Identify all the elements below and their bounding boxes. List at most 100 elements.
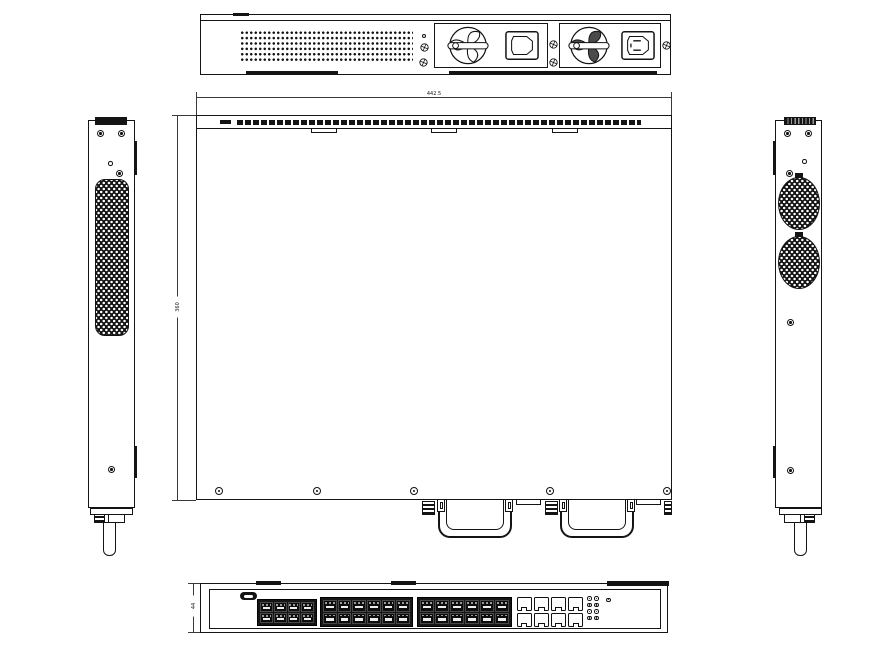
dimension-height-label: 44 (191, 595, 197, 617)
rj45-port (534, 613, 549, 627)
side-edge-tab (134, 141, 137, 175)
dimension-height-ext-top (188, 583, 200, 584)
sfp-port (367, 600, 381, 612)
foot-thumbscrew (804, 514, 815, 523)
sfp-port (495, 600, 509, 612)
sfp-port (287, 602, 301, 612)
fan-grille (778, 177, 820, 230)
psu-latch (664, 501, 672, 515)
front-view (200, 581, 669, 633)
side-edge-tab (773, 141, 776, 175)
screw-hole (787, 319, 794, 326)
rear-top-edge-line (201, 20, 670, 21)
psu-latch (422, 501, 435, 515)
front-ports-hidden-line (237, 120, 641, 125)
rear-view (200, 13, 671, 75)
sfp-port (287, 613, 301, 623)
sfp-port (450, 612, 464, 624)
top-cover-tab (311, 129, 337, 133)
sfp-port (480, 600, 494, 612)
screw-hole (805, 130, 812, 137)
front-panel (209, 589, 661, 629)
sfp-port-block-3 (417, 597, 512, 627)
screw-hole (410, 487, 418, 495)
top-cover-tab (391, 581, 416, 585)
screw-icon (549, 58, 558, 67)
rj45-port (551, 597, 566, 611)
power-inlet-icon (621, 31, 655, 60)
dimension-depth-ext-top (172, 115, 196, 116)
rj45-port (568, 597, 583, 611)
fan-icon (568, 26, 610, 65)
dimension-width-label: 442.5 (423, 91, 445, 97)
sfp-port (420, 600, 434, 612)
top-cover-tab (256, 581, 281, 585)
sfp-port (381, 612, 396, 624)
power-inlet-icon (505, 31, 539, 60)
rj45-port (551, 613, 566, 627)
dimension-width-ext-left (196, 92, 197, 115)
screw-hole (786, 170, 793, 177)
foot-block (108, 514, 125, 523)
handle-post (559, 499, 567, 512)
screw-hole (784, 130, 791, 137)
screw-hole (663, 487, 671, 495)
rear-vent-grid (239, 29, 413, 62)
psu-handle-inner (446, 500, 504, 530)
rj45-port (517, 597, 532, 611)
sfp-port (420, 612, 434, 624)
led-indicator (594, 609, 599, 614)
psu-latch (545, 501, 558, 515)
rj45-port (517, 613, 532, 627)
rack-ear-edge (95, 117, 127, 125)
screw-hole (787, 467, 794, 474)
ground-stub (794, 522, 807, 556)
fan-icon (447, 26, 489, 65)
sfp-port-block-2 (320, 597, 413, 627)
led-indicator (587, 615, 592, 621)
led-indicator (587, 602, 592, 608)
fan-grille-nub (795, 232, 803, 237)
sfp-port (396, 600, 410, 612)
led-cluster (587, 596, 613, 624)
top-cover-tab (431, 129, 457, 133)
sfp-port-block-1 (257, 599, 317, 626)
foot-thumbscrew (94, 514, 105, 523)
rear-tab (516, 500, 541, 505)
top-view-front-edge-band (197, 116, 671, 129)
rear-pilot-hole (422, 34, 426, 38)
top-cover-tab (552, 129, 578, 133)
sfp-port (337, 600, 352, 612)
screw-hole (215, 487, 223, 495)
led-indicator (587, 596, 592, 601)
sfp-port (465, 612, 479, 624)
side-vent-grille (95, 179, 129, 336)
fan-grille-nub (795, 173, 803, 178)
top-cover-edge (607, 581, 669, 586)
led-indicator (594, 615, 599, 621)
dimension-width-ext-right (671, 92, 672, 115)
sfp-port (260, 613, 273, 623)
rear-top-tab (233, 13, 249, 16)
screw-hole (108, 466, 115, 473)
side-edge-notch (773, 446, 776, 478)
sfp-port (323, 600, 337, 612)
handle-post (505, 499, 513, 512)
sfp-port (381, 600, 396, 612)
rear-tab (636, 500, 661, 505)
sfp-port (301, 613, 314, 623)
sfp-port (465, 600, 479, 612)
screw-hole (116, 170, 123, 177)
sfp-port (450, 600, 464, 612)
handle-post (437, 499, 445, 512)
led-indicator (587, 609, 592, 614)
rj45-port-block (517, 597, 583, 627)
rack-ear-edge (784, 117, 816, 125)
handle-post (627, 499, 635, 512)
sfp-port (495, 612, 509, 624)
sfp-port (367, 612, 381, 624)
screw-hole (546, 487, 554, 495)
sfp-port (480, 612, 494, 624)
screw-icon (662, 41, 671, 50)
